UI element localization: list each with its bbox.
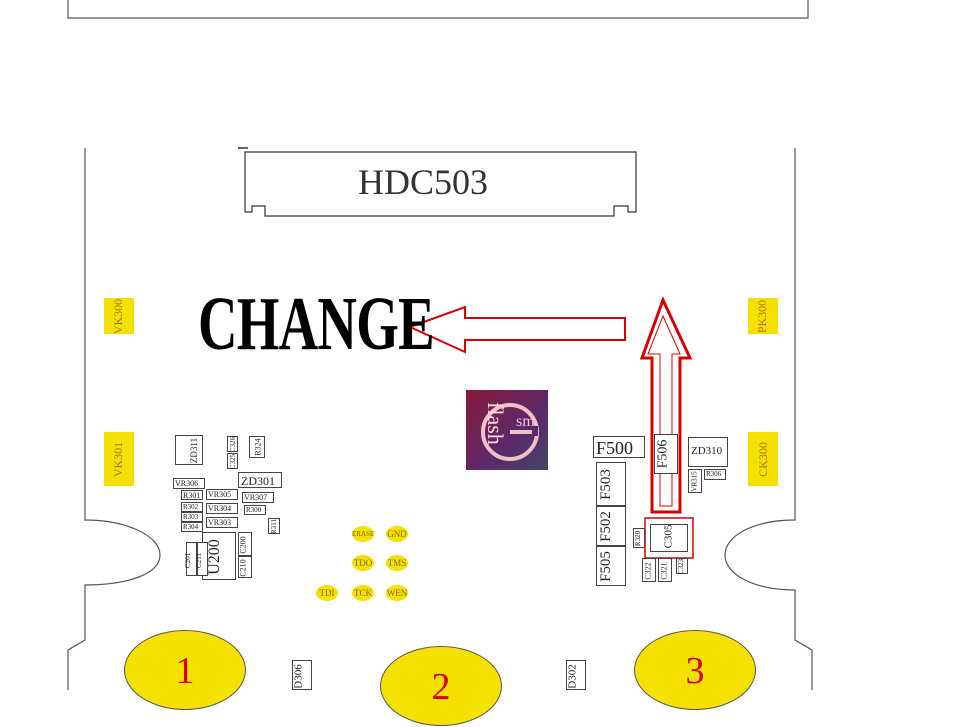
tp-tms: TMS (386, 555, 408, 571)
r301: R301 (181, 490, 203, 500)
zd310: ZD310 (688, 437, 728, 467)
c322: C322 (642, 558, 656, 582)
f502: F502 (596, 506, 626, 546)
zd311: ZD311 (175, 435, 203, 465)
tp-erase: ERASE (352, 526, 374, 542)
c211: C211 (195, 542, 208, 576)
pad-vk301: VK301 (104, 432, 134, 486)
c210: C210 (238, 556, 252, 578)
r304: R304 (181, 522, 203, 532)
vr305: VR305 (206, 489, 238, 500)
tp-tdi: TDI (316, 585, 338, 601)
c201: C201 (184, 542, 197, 576)
tp-wen: WEN (386, 585, 408, 601)
r303: R303 (181, 512, 203, 522)
c200: C200 (238, 532, 252, 556)
vr303: VR303 (206, 517, 238, 528)
r324: R324 (249, 436, 265, 458)
zd301: ZD301 (238, 472, 282, 488)
pad-vk300: VK300 (104, 298, 134, 334)
c326: C326 (227, 436, 238, 452)
pad-pk300: PK300 (748, 298, 778, 334)
c325: C325 (227, 453, 238, 469)
r320: R320 (633, 528, 645, 548)
d306: D306 (292, 660, 312, 690)
r306: R306 (704, 469, 726, 480)
c321: C321 (658, 558, 672, 582)
r311: R311 (268, 518, 280, 534)
vr307: VR307 (242, 492, 274, 503)
tp-tck: TCK (352, 585, 374, 601)
pad-ck300: CK300 (748, 432, 778, 486)
f505: F505 (596, 546, 626, 586)
change-annotation: CHANGE (198, 282, 435, 366)
vr306: VR306 (173, 478, 205, 489)
vr315: VR315 (688, 469, 702, 493)
gsm-flash-logo: flash sm (466, 390, 548, 470)
d302: D302 (566, 660, 586, 690)
vr304: VR304 (206, 503, 238, 514)
tp-gnd: GND (386, 526, 408, 542)
f500: F500 (593, 436, 645, 458)
pad-3: 3 (634, 630, 756, 710)
logo-sub: sm (516, 413, 535, 430)
connector-label: HDC503 (358, 162, 489, 202)
tp-tdo: TDO (352, 555, 374, 571)
r302: R302 (181, 502, 203, 512)
logo-word: flash (483, 402, 508, 445)
f506: F506 (654, 434, 678, 474)
c323: C323 (676, 558, 688, 574)
pad-2: 2 (380, 646, 502, 726)
f503: F503 (596, 462, 626, 506)
r300: R300 (244, 505, 266, 515)
pad-1: 1 (124, 630, 246, 710)
c305: C305 (650, 524, 688, 552)
